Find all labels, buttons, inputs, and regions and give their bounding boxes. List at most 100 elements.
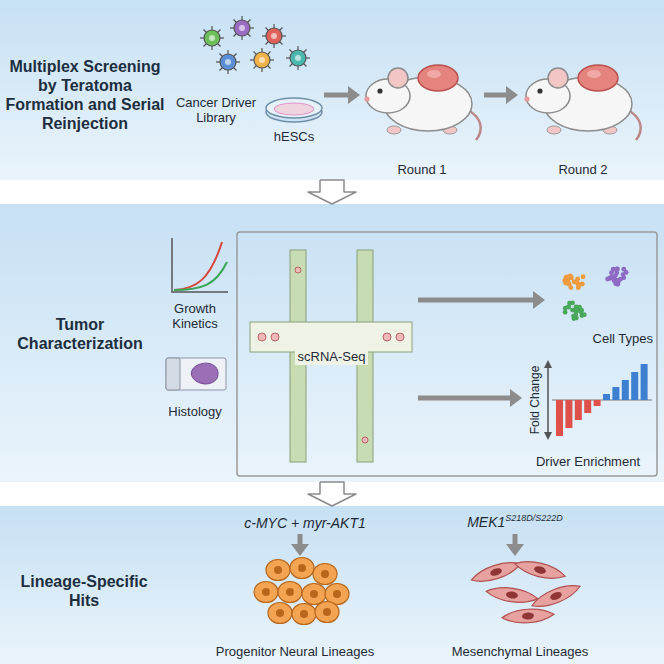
arrow-head — [533, 291, 545, 309]
fold-bar — [622, 380, 629, 400]
cell-nucleus — [321, 570, 329, 578]
growth-curve — [174, 242, 222, 290]
arrow-head — [291, 544, 309, 556]
neural-cell — [278, 582, 302, 603]
virus — [200, 26, 224, 50]
cell-dot — [567, 301, 572, 306]
node-label: Progenitor Neural Lineages — [216, 644, 374, 660]
connector-arrow — [324, 86, 360, 104]
culture-dish — [266, 98, 322, 118]
cell-dot — [580, 282, 585, 287]
cell-dot — [573, 312, 578, 317]
section-heading: Tumor Characterization — [4, 315, 156, 353]
node-label: Histology — [168, 404, 221, 420]
fold-bar — [631, 372, 638, 400]
hollow-arrow — [308, 180, 356, 204]
cell-dot — [575, 277, 580, 282]
cell-body — [302, 584, 326, 605]
driver-label: c-MYC + myr-AKT1 — [225, 512, 385, 534]
axis-line — [547, 366, 549, 434]
virus — [230, 16, 254, 40]
cell-dot — [579, 310, 584, 315]
node-label: MEK1 — [467, 514, 505, 530]
node-label: Driver Enrichment — [536, 454, 640, 470]
fold-bar — [603, 394, 610, 400]
cell-body — [278, 582, 302, 603]
band-ground — [0, 0, 664, 180]
virus — [286, 46, 310, 70]
text-holder: Lineage-Specific Hits — [4, 556, 164, 626]
cell-nucleus — [262, 588, 270, 596]
mouse — [524, 65, 640, 140]
cell-nucleus — [549, 591, 563, 602]
chart-axes — [172, 238, 228, 292]
axis-label: Fold Change — [528, 366, 542, 435]
text-holder: c-MYC + myr-AKT1 — [225, 512, 385, 534]
connector-arrow — [291, 534, 309, 556]
cell-dot — [616, 279, 621, 284]
virus — [250, 48, 274, 72]
arrow-shaft — [513, 534, 518, 544]
neural-cell — [254, 582, 278, 603]
connector-arrow — [484, 86, 518, 104]
node-label: Cancer Driver Library — [170, 95, 262, 126]
droplet — [258, 333, 266, 341]
superscript-text: S218D/S222D — [505, 513, 563, 523]
growth-curve — [174, 262, 227, 290]
cell-nucleus — [274, 566, 282, 574]
histology-slide — [166, 358, 226, 390]
section-heading: Multiplex Screening by Teratoma Formatio… — [4, 57, 166, 134]
cell-dot — [581, 274, 586, 279]
mouse — [364, 65, 480, 140]
axis-head — [544, 432, 552, 440]
arrow-shaft — [484, 93, 506, 98]
axis-head — [544, 360, 552, 368]
droplet — [271, 333, 279, 341]
cell-body — [290, 558, 314, 579]
cell-body — [292, 604, 316, 625]
lineage-box: Progenitor Neural Lineages — [215, 556, 375, 660]
tissue-section — [191, 363, 218, 384]
cell-body — [315, 602, 339, 623]
fold-bar — [584, 400, 591, 413]
cell-dot — [612, 278, 617, 283]
node-label: Round 2 — [558, 162, 607, 178]
library-box: Cancer Driver Library — [170, 18, 262, 126]
droplet — [383, 333, 391, 341]
cell-dot — [567, 282, 572, 287]
neural-cell — [268, 603, 292, 624]
hollow-arrow — [308, 482, 356, 506]
neural-cell — [292, 604, 316, 625]
text-holder: Cell Types — [545, 255, 653, 347]
cell-box: hESCs — [264, 80, 324, 145]
arrow-shaft — [418, 298, 533, 303]
text-holder: scRNA-Seq — [245, 245, 418, 468]
droplet — [362, 437, 368, 443]
text-holder: Round 1 — [360, 25, 484, 178]
fold-bar — [556, 400, 563, 436]
chip-box: scRNA-Seq — [245, 245, 418, 468]
slide-label — [166, 358, 180, 390]
band-ground — [0, 204, 664, 482]
cell-body — [485, 585, 538, 606]
cell-body — [268, 603, 292, 624]
arrow-shaft — [298, 534, 303, 544]
connector-arrow — [506, 534, 524, 556]
neural-cell — [315, 602, 339, 623]
mesenchymal-cell — [502, 607, 555, 624]
cell-dot — [611, 267, 616, 272]
node-label: Mesenchymal Lineages — [452, 644, 589, 660]
neural-cell — [266, 560, 290, 581]
fold-bar — [612, 387, 619, 400]
cell-nucleus — [533, 565, 546, 575]
cell-body — [254, 582, 278, 603]
cell-dot — [563, 306, 568, 311]
flow-arrow — [308, 482, 356, 506]
text-holder: Progenitor Neural Lineages — [215, 556, 375, 660]
cell-nucleus — [298, 564, 306, 572]
section-heading: Lineage-Specific Hits — [4, 572, 164, 610]
cell-dot — [624, 270, 629, 275]
arrow-head — [510, 389, 522, 407]
text-holder: Cancer Driver Library — [170, 18, 262, 126]
